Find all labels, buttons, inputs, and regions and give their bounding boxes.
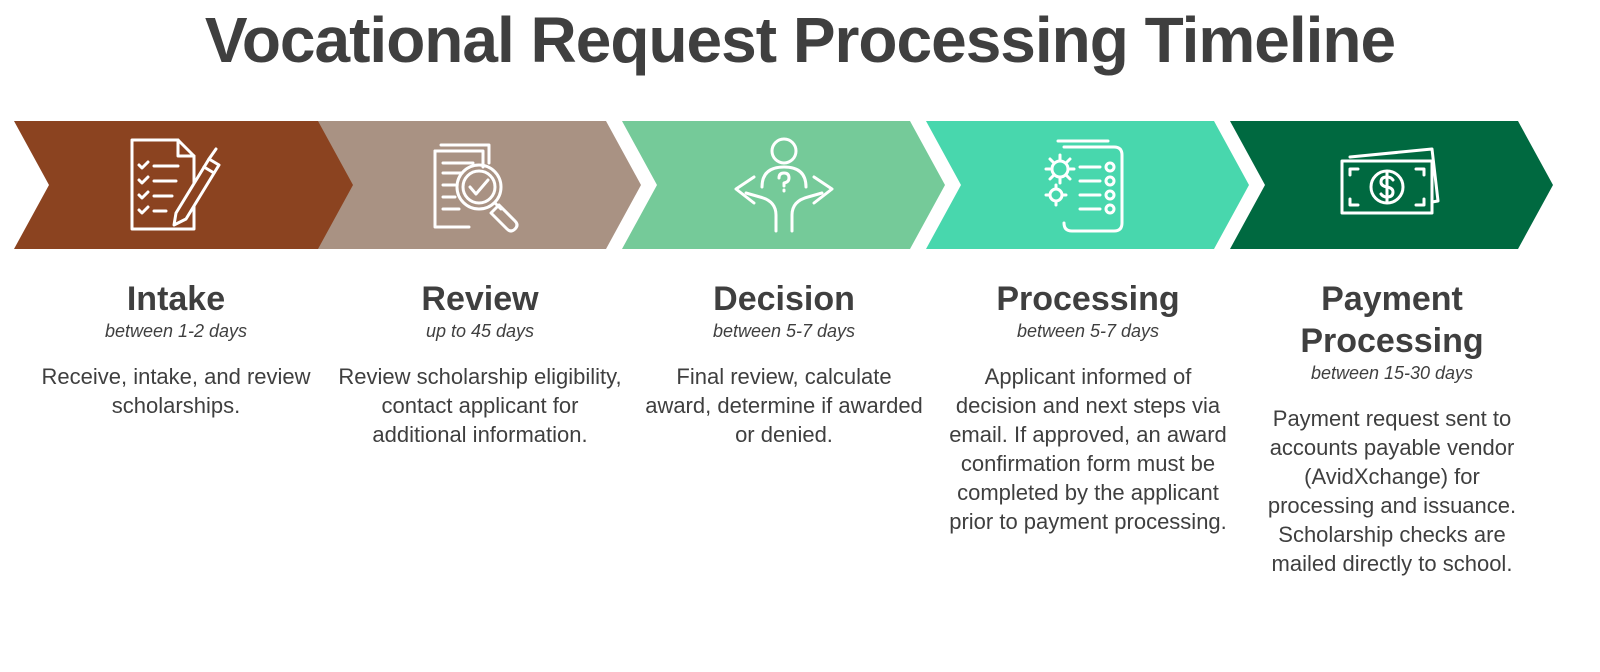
chevron-intake xyxy=(14,121,356,249)
stage-duration: up to 45 days xyxy=(425,321,535,341)
chevron-review-shape xyxy=(318,121,641,249)
stage-name: Intake xyxy=(126,280,226,318)
timeline-chevrons xyxy=(0,121,1600,249)
chevron-payment-shape xyxy=(1230,121,1553,249)
stage-name: Review xyxy=(421,280,539,318)
stage-name: Processing xyxy=(996,280,1180,318)
stage-processing: Processing between 5-7 days Applicant in… xyxy=(938,278,1238,536)
chevron-intake-shape xyxy=(14,121,354,249)
chevron-decision xyxy=(622,121,964,249)
stage-duration: between 5-7 days xyxy=(712,321,856,341)
stage-description: Final review, calculate award, determine… xyxy=(645,364,923,447)
stage-description: Payment request sent to accounts payable… xyxy=(1267,406,1517,576)
checklist-pencil-icon xyxy=(130,138,221,231)
stage-duration: between 1-2 days xyxy=(104,321,248,341)
chevron-review xyxy=(318,121,660,249)
stage-description: Receive, intake, and review scholarships… xyxy=(41,364,311,418)
chevron-processing xyxy=(926,121,1268,249)
stage-name: Payment Processing xyxy=(1300,280,1484,360)
stage-name: Decision xyxy=(713,280,855,318)
page-title: Vocational Request Processing Timeline xyxy=(204,4,1396,76)
document-magnifier-check-icon xyxy=(433,143,519,233)
stage-duration: between 15-30 days xyxy=(1310,363,1474,383)
stage-review: Review up to 45 days Review scholarship … xyxy=(330,278,630,449)
stage-description: Applicant informed of decision and next … xyxy=(949,364,1227,534)
stage-duration: between 5-7 days xyxy=(1016,321,1160,341)
dollar-bills-icon xyxy=(1340,147,1440,215)
stage-description: Review scholarship eligibility, contact … xyxy=(338,364,622,447)
gear-list-document-icon xyxy=(1044,139,1124,233)
stage-decision: Decision between 5-7 days Final review, … xyxy=(634,278,934,449)
person-decision-arrows-icon xyxy=(734,137,834,233)
chevron-payment xyxy=(1230,121,1572,249)
chevron-processing-shape xyxy=(926,121,1249,249)
stage-intake: Intake between 1-2 days Receive, intake,… xyxy=(26,278,326,420)
stage-payment: Payment Processing between 15-30 days Pa… xyxy=(1252,278,1532,578)
